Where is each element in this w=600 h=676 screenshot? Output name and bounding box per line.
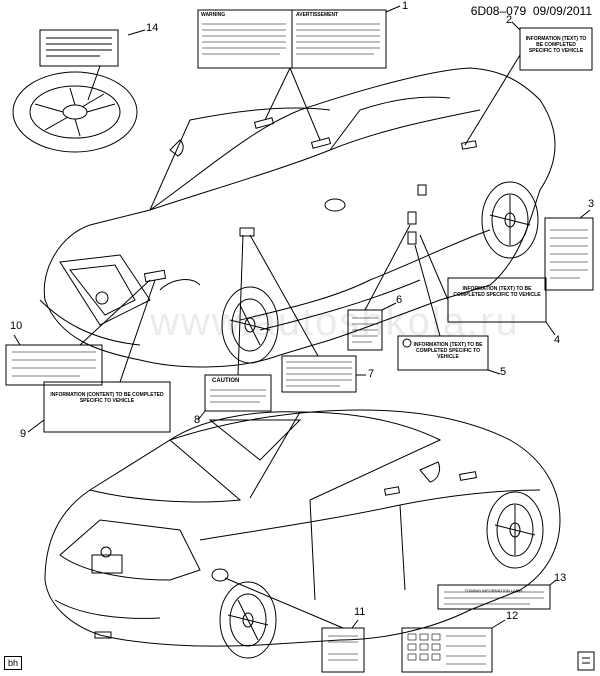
- label-9-box: [43, 381, 171, 433]
- front-car: [39, 67, 556, 368]
- label-13-text: TOWING INFORMATION LABEL: [464, 588, 524, 593]
- callout-10: 10: [10, 320, 23, 332]
- callout-4: 4: [554, 334, 561, 346]
- label-2-text: INFORMATION (TEXT) TO BE COMPLETED SPECI…: [525, 36, 587, 54]
- label-9-text: INFORMATION (CONTENT) TO BE COMPLETED SP…: [50, 392, 164, 404]
- label-14-box: [39, 29, 119, 67]
- callout-2: 2: [506, 14, 513, 26]
- figure-header: 6D08–079 09/09/2011: [471, 4, 592, 18]
- warning-title: WARNING: [201, 12, 226, 18]
- label-4-text: INFORMATION (TEXT) TO BE COMPLETED SPECI…: [453, 286, 541, 298]
- figure-id: 6D08–079: [470, 4, 527, 18]
- callout-14: 14: [146, 22, 159, 34]
- callout-13: 13: [554, 572, 567, 584]
- manual-book-icon: [577, 651, 595, 671]
- callout-5: 5: [500, 366, 507, 378]
- label-3-box: [544, 217, 594, 291]
- rear-car: [44, 409, 561, 659]
- callout-12: 12: [506, 610, 519, 622]
- callout-9: 9: [20, 428, 27, 440]
- label-5-text: INFORMATION (TEXT) TO BE COMPLETED SPECI…: [413, 342, 483, 360]
- label-11-box: [321, 627, 365, 673]
- callout-6: 6: [396, 294, 403, 306]
- avertissement-title: AVERTISSEMENT: [296, 12, 339, 18]
- label-7-box: [281, 355, 357, 393]
- label-4-box: [447, 277, 547, 323]
- label-13-box: [437, 584, 551, 610]
- corner-code: bh: [4, 656, 23, 670]
- figure-date: 09/09/2011: [532, 4, 592, 18]
- caution-title: CAUTION: [212, 378, 240, 384]
- callout-7: 7: [368, 368, 375, 380]
- spare-tire: [12, 71, 138, 153]
- callout-11: 11: [354, 606, 366, 618]
- label-10-box: [5, 344, 103, 386]
- callout-3: 3: [588, 198, 595, 210]
- callout-8: 8: [194, 414, 201, 426]
- label-12-box: [401, 627, 493, 673]
- label-5-box: [397, 335, 489, 371]
- callout-1: 1: [402, 0, 409, 12]
- label-2-box: [519, 27, 593, 71]
